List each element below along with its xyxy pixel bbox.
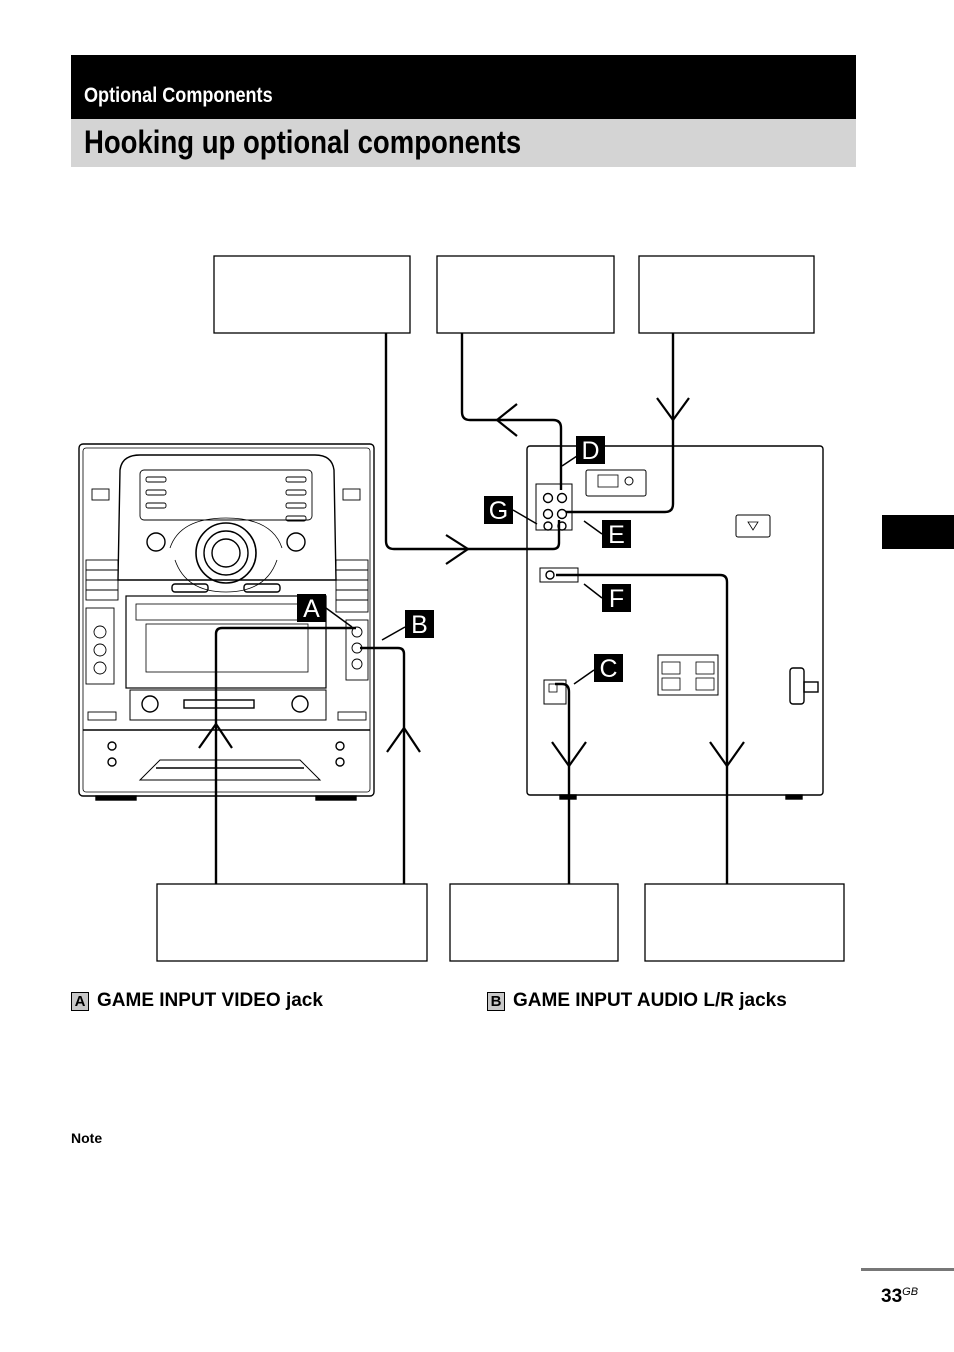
callout-c: C: [594, 654, 623, 683]
component-box-top-3: [638, 255, 815, 334]
component-box-bottom-1: [156, 883, 428, 962]
connection-cables: [214, 333, 729, 884]
caption-game-input-audio: B GAME INPUT AUDIO L/R jacks: [487, 990, 787, 1012]
page-number-value: 33: [881, 1286, 903, 1307]
note-label: Note: [71, 1130, 103, 1146]
callout-b: B: [405, 610, 434, 639]
callout-e-label: E: [608, 521, 625, 549]
page-number-suffix: GB: [902, 1286, 919, 1298]
component-box-bottom-3: [644, 883, 845, 962]
rear-unit: [526, 445, 824, 800]
caption-a-letter: A: [71, 991, 89, 1011]
page-title: Hooking up optional components: [84, 124, 522, 160]
caption-game-input-video: A GAME INPUT VIDEO jack: [71, 990, 323, 1012]
callout-c-label: C: [599, 655, 617, 683]
caption-b-letter: B: [487, 991, 505, 1011]
caption-b-text: GAME INPUT AUDIO L/R jacks: [513, 990, 787, 1011]
callout-d: D: [576, 436, 605, 465]
callout-a: A: [297, 594, 326, 623]
callout-e: E: [602, 520, 631, 549]
chapter-side-tab: [882, 515, 954, 549]
caption-a-text: GAME INPUT VIDEO jack: [97, 990, 323, 1011]
footer-rule: [861, 1268, 954, 1271]
main-unit-front: [78, 443, 375, 801]
callout-a-label: A: [303, 595, 320, 623]
callout-b-label: B: [411, 611, 428, 639]
callout-g-label: G: [489, 497, 508, 525]
page-number: 33GB: [881, 1286, 918, 1308]
component-box-top-2: [436, 255, 615, 334]
section-header-bar: [71, 55, 856, 119]
component-box-bottom-2: [449, 883, 619, 962]
component-box-top-1: [213, 255, 411, 334]
section-heading: Optional Components: [84, 84, 273, 107]
callout-f-label: F: [609, 585, 624, 613]
callout-g: G: [484, 496, 513, 525]
direction-arrows: [198, 397, 745, 768]
callout-f: F: [602, 584, 631, 613]
callout-d-label: D: [581, 437, 599, 465]
title-bar: [71, 119, 856, 167]
